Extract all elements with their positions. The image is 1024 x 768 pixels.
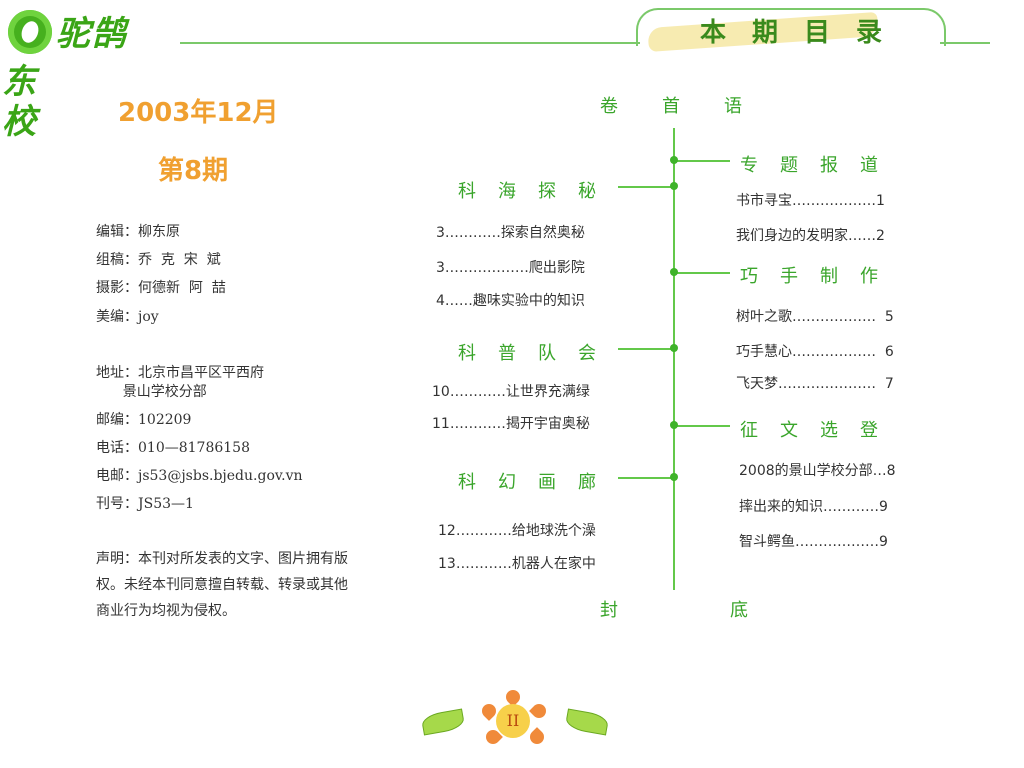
flower-petal-icon [529, 701, 549, 721]
logo-o-icon [8, 10, 52, 54]
toc-item[interactable]: 4……趣味实验中的知识 [436, 293, 585, 309]
toc-cover-left[interactable]: 封 [600, 600, 640, 621]
toc-item[interactable]: 13…………机器人在家中 [438, 556, 596, 572]
branch-dot [670, 182, 678, 190]
toc-item[interactable]: 树叶之歌……………… 5 [736, 309, 894, 325]
branch-line [675, 272, 730, 274]
info-postcode: 邮编：102209 [96, 412, 192, 428]
branch-dot [670, 473, 678, 481]
issue-number: 第8期 [158, 156, 229, 186]
logo-side-text: 东校 [2, 62, 36, 142]
toc-cover-right[interactable]: 底 [730, 600, 770, 621]
toc-vertical-line [673, 128, 675, 590]
leaf-right-icon [564, 708, 610, 736]
info-editor: 编辑：柳东原 [96, 224, 180, 240]
toc-item[interactable]: 12…………给地球洗个澡 [438, 523, 596, 539]
header-divider [180, 42, 640, 44]
branch-line [618, 477, 673, 479]
section-handcraft[interactable]: 巧手制作 [740, 266, 900, 287]
info-photo: 摄影：何德新 阿 喆 [96, 280, 226, 296]
branch-dot [670, 156, 678, 164]
page-title: 本期目录 [700, 18, 909, 48]
info-address-2: 景山学校分部 [96, 384, 207, 400]
section-science-team[interactable]: 科普队会 [458, 343, 618, 364]
section-scifi-gallery[interactable]: 科幻画廊 [458, 472, 618, 493]
branch-line [675, 160, 730, 162]
toc-item[interactable]: 书市寻宝………………1 [736, 193, 885, 209]
logo-text: 驼鹄 [56, 14, 128, 54]
info-serial: 刊号：JS53—1 [96, 496, 194, 512]
flower-petal-icon [527, 727, 547, 747]
leaf-left-icon [420, 708, 466, 736]
toc-item[interactable]: 2008的景山学校分部…8 [739, 463, 896, 479]
header-tab [636, 8, 946, 46]
issue-date: 2003年12月 [118, 98, 279, 128]
page-number: II [496, 704, 530, 738]
toc-item[interactable]: 我们身边的发明家……2 [736, 228, 885, 244]
toc-item[interactable]: 11…………揭开宇宙奥秘 [432, 416, 590, 432]
branch-line [618, 186, 673, 188]
copyright-notice: 声明：本刊对所发表的文字、图片拥有版权。未经本刊同意擅自转载、转录或其他商业行为… [96, 551, 348, 619]
toc-top[interactable]: 卷首语 [600, 96, 786, 117]
info-address: 地址：北京市昌平区平西府 [96, 365, 264, 381]
toc-item[interactable]: 巧手慧心……………… 6 [736, 344, 894, 360]
info-email: 电邮：js53@jsbs.bjedu.gov.vn [96, 468, 303, 484]
branch-dot [670, 268, 678, 276]
toc-item[interactable]: 摔出来的知识…………9 [739, 499, 888, 515]
toc-item[interactable]: 10…………让世界充满绿 [432, 384, 590, 400]
section-science-explore[interactable]: 科海探秘 [458, 181, 618, 202]
branch-dot [670, 344, 678, 352]
section-essay[interactable]: 征文选登 [740, 420, 900, 441]
header-divider-right [940, 42, 990, 44]
branch-line [618, 348, 673, 350]
info-compiler: 组稿：乔 克 宋 斌 [96, 252, 221, 268]
info-phone: 电话：010—81786158 [96, 440, 250, 456]
branch-dot [670, 421, 678, 429]
toc-item[interactable]: 智斗鳄鱼………………9 [739, 534, 888, 550]
section-special-report[interactable]: 专题报道 [740, 155, 900, 176]
info-artist: 美编：joy [96, 309, 159, 325]
branch-line [675, 425, 730, 427]
toc-item[interactable]: 3…………探索自然奥秘 [436, 225, 585, 241]
toc-item[interactable]: 3………………爬出影院 [436, 260, 585, 276]
toc-item[interactable]: 飞天梦………………… 7 [736, 376, 894, 392]
